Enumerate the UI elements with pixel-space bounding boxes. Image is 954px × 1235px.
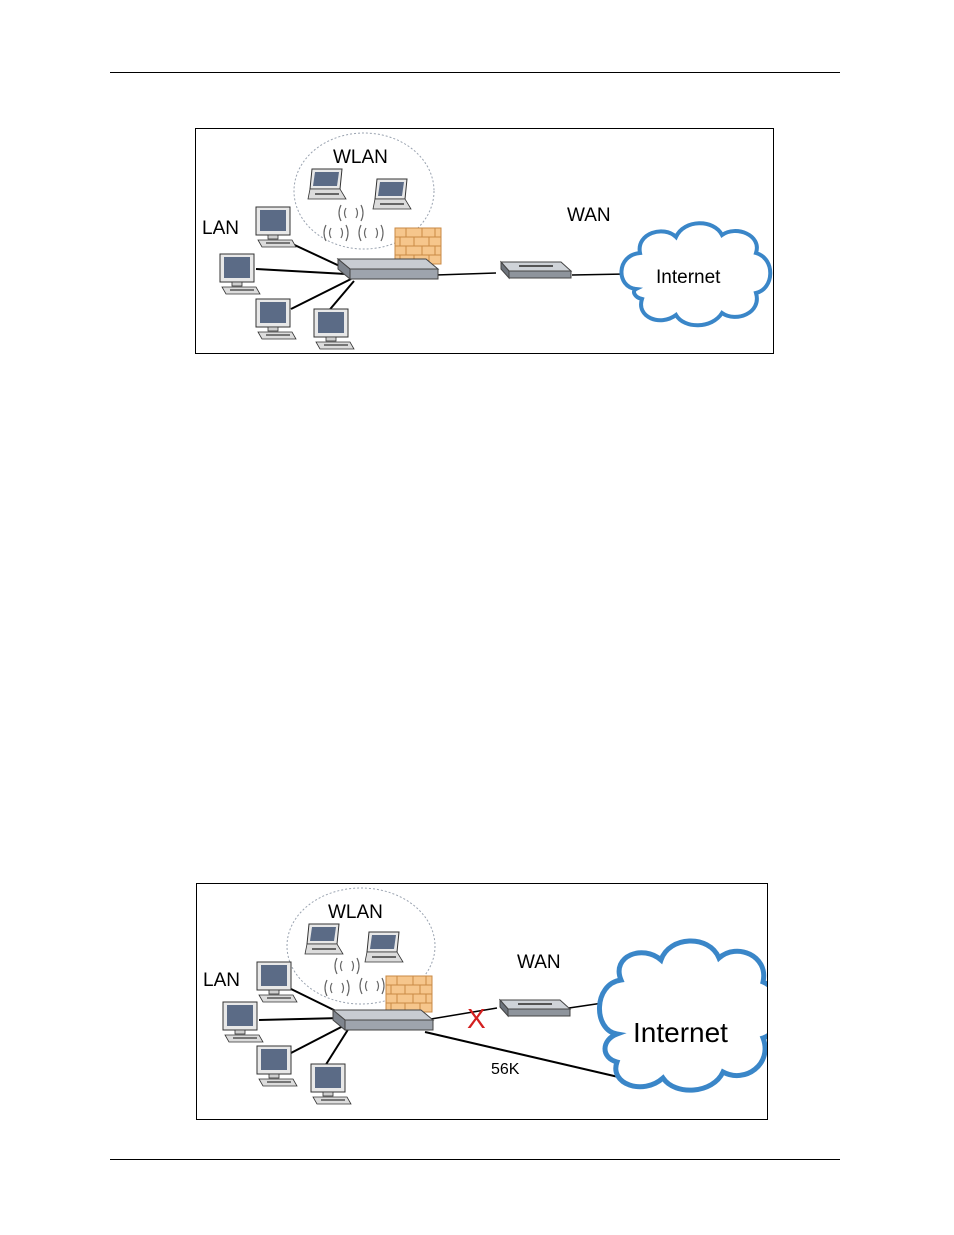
failure-mark: X: [467, 1003, 486, 1034]
wireless-signal-icon: [359, 225, 383, 241]
desktop-computer-icon: [314, 309, 354, 349]
lan-label: LAN: [203, 970, 240, 991]
header-rule: [110, 72, 840, 73]
desktop-computer-icon: [256, 207, 296, 247]
wireless-signal-icon: [325, 980, 349, 996]
internet-cloud-icon: [599, 941, 767, 1090]
wireless-signal-icon: [339, 205, 363, 221]
footer-rule: [110, 1159, 840, 1160]
network-diagram-backup: WLAN LAN X WAN 56K Internet: [196, 883, 768, 1120]
desktop-computer-icon: [220, 254, 260, 294]
dialup-backup-cable: [425, 1032, 627, 1079]
laptop-icon: [365, 932, 403, 962]
wireless-signal-icon: [335, 958, 359, 974]
laptop-icon: [308, 169, 346, 199]
laptop-icon: [305, 924, 343, 954]
wlan-label: WLAN: [328, 902, 383, 923]
internet-label: Internet: [656, 267, 721, 288]
network-diagram-normal: WLAN LAN WAN Internet: [195, 128, 774, 354]
desktop-computer-icon: [256, 299, 296, 339]
wlan-label: WLAN: [333, 147, 388, 168]
modem-icon: [500, 1000, 570, 1016]
wireless-signal-icon: [324, 225, 348, 241]
wan-label: WAN: [567, 205, 611, 226]
desktop-computer-icon: [257, 962, 297, 1002]
router-icon: [333, 1010, 433, 1030]
failed-wan-cable: [425, 1008, 497, 1020]
desktop-computer-icon: [223, 1002, 263, 1042]
internet-cable: [572, 274, 626, 275]
internet-label: Internet: [633, 1017, 728, 1048]
laptop-icon: [373, 179, 411, 209]
dialup-speed-label: 56K: [491, 1061, 520, 1078]
firewall-icon: [386, 976, 432, 1012]
lan-label: LAN: [202, 218, 239, 239]
modem-icon: [501, 262, 571, 278]
router-icon: [338, 259, 438, 279]
wireless-signal-icon: [360, 978, 384, 994]
desktop-computer-icon: [311, 1064, 351, 1104]
wan-label: WAN: [517, 952, 561, 973]
desktop-computer-icon: [257, 1046, 297, 1086]
wan-cable: [436, 273, 496, 275]
